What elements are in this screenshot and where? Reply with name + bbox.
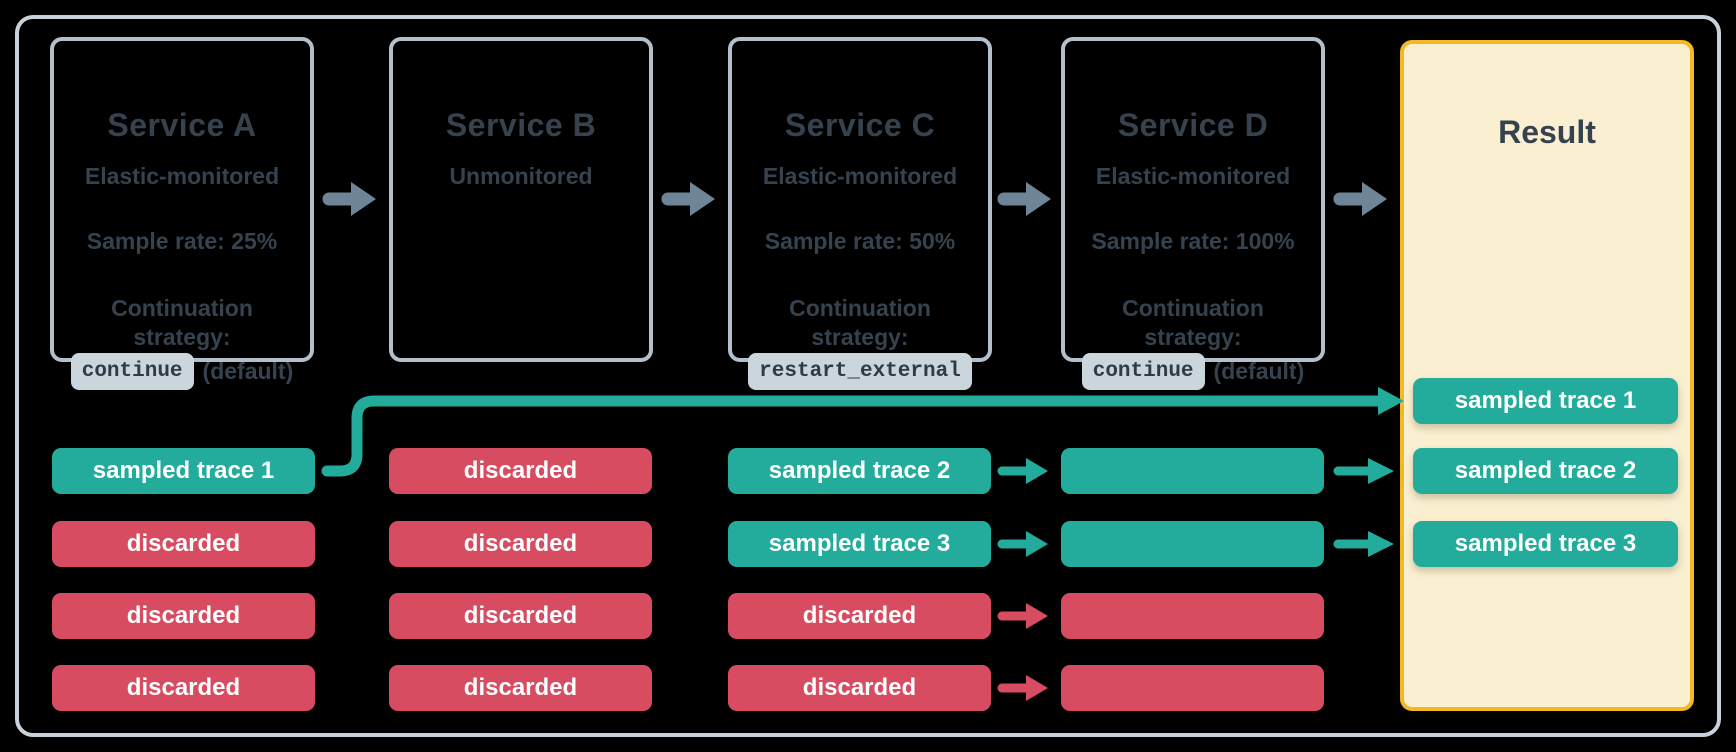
trace-bar-discarded: discarded	[389, 665, 652, 711]
result-trace-bar-sampled-trace-2: sampled trace 2	[1413, 448, 1678, 494]
trace-bar-discarded: discarded	[728, 593, 991, 639]
trace-bar-unlabeled	[1061, 448, 1324, 494]
service-title: Service A	[107, 107, 257, 143]
service-monitoring-label: Elastic-monitored	[762, 163, 958, 189]
service-continuation-label: Continuation strategy:	[111, 295, 253, 350]
service-strategy-row: continue (default)	[54, 353, 310, 390]
service-continuation-label: Continuation strategy:	[789, 295, 931, 350]
trace-bar-discarded: discarded	[389, 521, 652, 567]
service-strategy-row: continue (default)	[1065, 353, 1321, 390]
result-trace-bar-sampled-trace-1: sampled trace 1	[1413, 378, 1678, 424]
service-title: Service B	[445, 107, 597, 143]
service-continuation-label: Continuation strategy:	[1122, 295, 1264, 350]
strategy-default-suffix: (default)	[202, 358, 294, 384]
trace-bar-discarded: discarded	[389, 448, 652, 494]
trace-bar-sampled-trace-2: sampled trace 2	[728, 448, 991, 494]
trace-bar-discarded: discarded	[52, 521, 315, 567]
service-title: Service C	[784, 107, 936, 143]
strategy-code-chip: restart_external	[748, 353, 972, 390]
service-box-d: Service D Elastic-monitored Sample rate:…	[1061, 37, 1325, 390]
trace-bar-discarded: discarded	[52, 665, 315, 711]
service-monitoring-label: Unmonitored	[449, 163, 593, 189]
result-title: Result	[1498, 114, 1596, 150]
result-trace-bar-sampled-trace-3: sampled trace 3	[1413, 521, 1678, 567]
trace-bar-discarded: discarded	[389, 593, 652, 639]
strategy-code-chip: continue	[70, 353, 194, 390]
service-title: Service D	[1117, 107, 1269, 143]
service-monitoring-label: Elastic-monitored	[1095, 163, 1291, 189]
result-box: Result	[1400, 40, 1694, 711]
service-sample-rate: Sample rate: 25%	[86, 228, 278, 254]
trace-bar-discarded: discarded	[728, 665, 991, 711]
trace-bar-discarded: discarded	[52, 593, 315, 639]
trace-bar-unlabeled	[1061, 521, 1324, 567]
trace-bar-sampled-trace-1: sampled trace 1	[52, 448, 315, 494]
service-sample-rate: Sample rate: 50%	[764, 228, 956, 254]
service-box-c: Service C Elastic-monitored Sample rate:…	[728, 37, 992, 390]
diagram-frame	[15, 15, 1721, 737]
strategy-code-chip: continue	[1081, 353, 1205, 390]
service-box-a: Service A Elastic-monitored Sample rate:…	[50, 37, 314, 390]
service-strategy-row: restart_external	[732, 353, 988, 390]
trace-bar-sampled-trace-3: sampled trace 3	[728, 521, 991, 567]
trace-bar-unlabeled	[1061, 665, 1324, 711]
service-monitoring-label: Elastic-monitored	[84, 163, 280, 189]
trace-bar-unlabeled	[1061, 593, 1324, 639]
service-box-b: Service B Unmonitored	[389, 37, 653, 362]
service-sample-rate: Sample rate: 100%	[1091, 228, 1295, 254]
strategy-default-suffix: (default)	[1213, 358, 1305, 384]
